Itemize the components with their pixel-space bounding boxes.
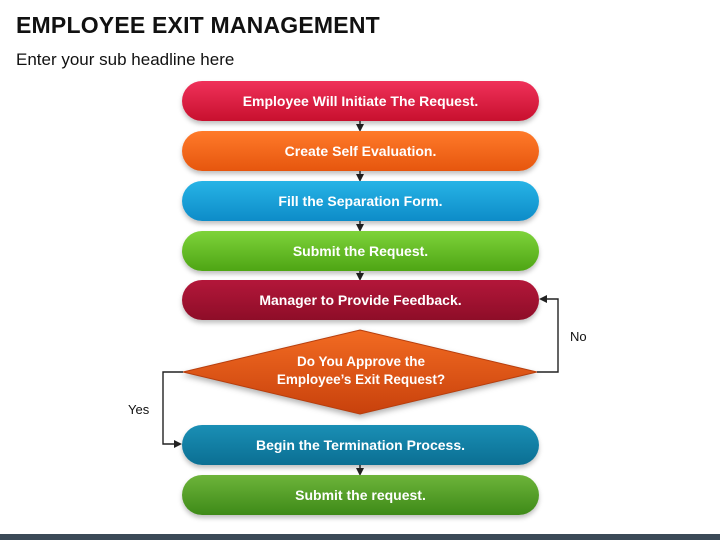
yes-connector bbox=[162, 371, 183, 445]
decision-diamond bbox=[182, 329, 538, 415]
bottom-bar bbox=[0, 534, 720, 540]
step-submit-final: Submit the request. bbox=[182, 475, 539, 515]
page-subtitle: Enter your sub headline here bbox=[16, 50, 235, 69]
no-loop-connector bbox=[537, 298, 559, 373]
step-termination-process: Begin the Termination Process. bbox=[182, 425, 539, 465]
step-initiate-request: Employee Will Initiate The Request. bbox=[182, 81, 539, 121]
yes-arrowhead bbox=[174, 440, 182, 448]
step-self-evaluation: Create Self Evaluation. bbox=[182, 131, 539, 171]
decision-text: Do You Approve the Employee’s Exit Reque… bbox=[230, 353, 492, 389]
decision-line-1: Do You Approve the bbox=[296, 354, 425, 369]
step-manager-feedback: Manager to Provide Feedback. bbox=[182, 280, 539, 320]
yes-label: Yes bbox=[128, 402, 150, 417]
step-submit-request: Submit the Request. bbox=[182, 231, 539, 271]
step-separation-form: Fill the Separation Form. bbox=[182, 181, 539, 221]
no-label: No bbox=[570, 329, 587, 344]
page-title: EMPLOYEE EXIT MANAGEMENT bbox=[16, 12, 380, 38]
decision-line-2: Employee’s Exit Request? bbox=[276, 372, 446, 387]
no-loop-arrowhead bbox=[539, 295, 547, 303]
